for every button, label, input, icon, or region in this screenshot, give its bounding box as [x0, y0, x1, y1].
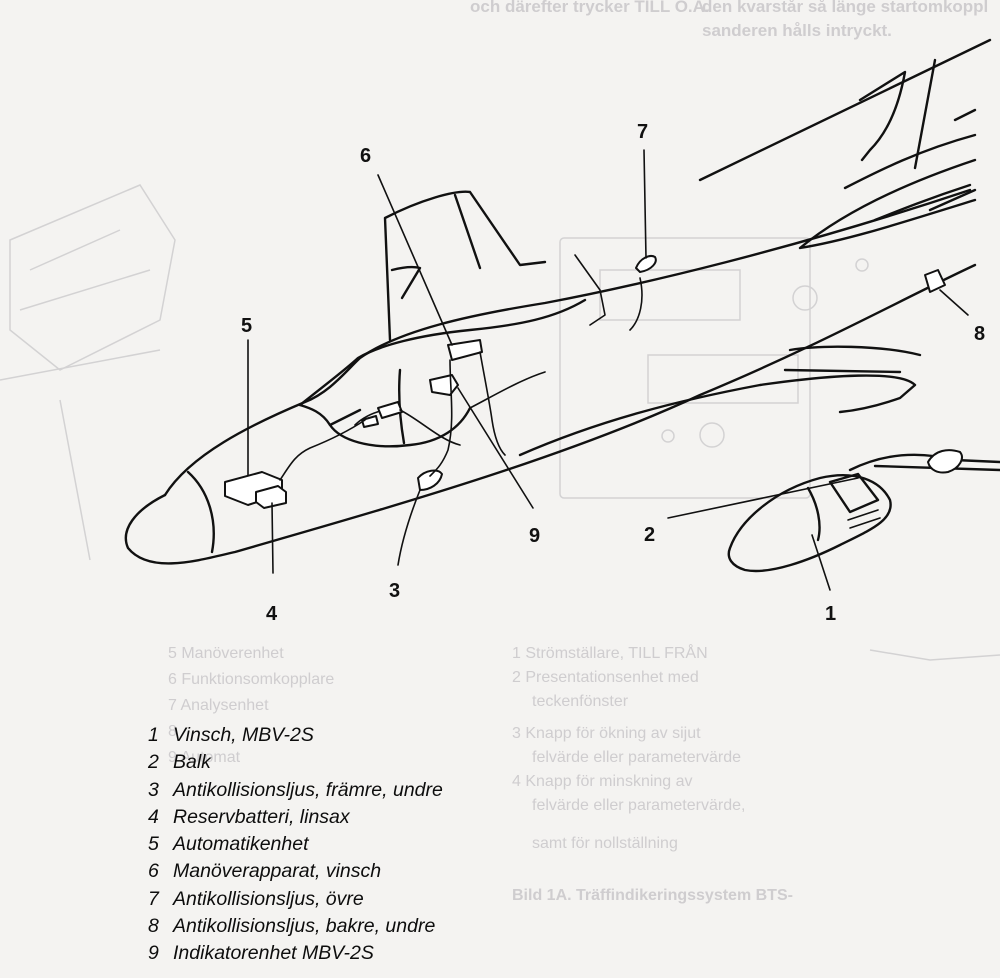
legend-number: 3 [148, 778, 159, 801]
bleed-list-left-2: 6 Funktionsomkopplare [168, 671, 334, 688]
beam [848, 449, 1000, 474]
bleed-list-left-1: 5 Manöverenhet [168, 645, 284, 662]
bleed-list-right-6: 4 Knapp för minskning av [512, 773, 693, 790]
legend-item: 8 Antikollisionsljus, bakre, undre [148, 913, 443, 940]
callout-3: 3 [389, 580, 400, 602]
legend-label: Reservbatteri, linsax [173, 805, 350, 828]
callout-numbers: 1 2 3 4 5 6 7 8 9 [241, 121, 985, 625]
bleed-list-right-3: teckenfönster [532, 693, 629, 710]
bleed-list-right-2: 2 Presentationsenhet med [512, 669, 699, 686]
bleed-list-right-5: felvärde eller parametervärde [532, 749, 741, 766]
legend-label: Antikollisionsljus, bakre, undre [173, 915, 436, 938]
callout-8: 8 [974, 323, 985, 345]
legend-number: 9 [148, 942, 159, 965]
components [224, 255, 946, 509]
legend-number: 5 [148, 833, 159, 856]
legend-label: Manöverapparat, vinsch [173, 860, 382, 883]
legend-item: 7 Antikollisionsljus, övre [148, 886, 443, 913]
legend-item: 6 Manöverapparat, vinsch [148, 858, 443, 885]
callout-9: 9 [529, 525, 540, 547]
legend-item: 1 Vinsch, MBV-2S [148, 722, 443, 749]
bleed-caption: Bild 1A. Träffindikeringssystem BTS- [512, 887, 793, 904]
legend-item: 2 Balk [148, 749, 443, 776]
legend-item: 5 Automatikenhet [148, 831, 443, 858]
legend-label: Balk [173, 751, 211, 774]
callout-5: 5 [241, 315, 252, 337]
callout-2: 2 [644, 524, 655, 546]
bleed-list-right-7: felvärde eller parametervärde, [532, 797, 745, 814]
bleed-list-left-5: 9 Automat [168, 749, 241, 766]
leader-lines [247, 149, 969, 591]
legend-number: 4 [148, 805, 159, 828]
legend-number: 8 [148, 915, 159, 938]
bleed-line-1: och därefter trycker TILL O.A. [470, 0, 710, 16]
bleed-list-right-8: samt för nollställning [532, 835, 678, 852]
callout-4: 4 [266, 603, 278, 625]
bleed-through: och därefter trycker TILL O.A. den kvars… [0, 0, 1000, 904]
legend-label: Antikollisionsljus, övre [173, 887, 364, 910]
legend-number: 6 [148, 860, 159, 883]
bleed-list-left-3: 7 Analysenhet [168, 697, 269, 714]
legend-label: Indikatorenhet MBV-2S [173, 942, 374, 965]
bleed-line-2: den kvarstår så länge startomkoppl [702, 0, 988, 16]
legend-item: 3 Antikollisionsljus, främre, undre [148, 777, 443, 804]
bleed-line-3: sanderen hålls intryckt. [702, 21, 892, 40]
callout-6: 6 [360, 145, 371, 167]
bleed-list-right-1: 1 Strömställare, TILL FRÅN [512, 643, 708, 662]
callout-1: 1 [825, 603, 836, 625]
legend-item: 4 Reservbatteri, linsax [148, 804, 443, 831]
winch-pod [727, 472, 892, 573]
callout-7: 7 [637, 121, 648, 143]
legend-label: Vinsch, MBV-2S [173, 724, 314, 746]
legend-item: 9 Indikatorenhet MBV-2S [148, 940, 443, 967]
legend-number: 1 [148, 724, 159, 746]
bleed-list-right-4: 3 Knapp för ökning av sijut [512, 725, 701, 742]
legend-number: 2 [148, 751, 159, 774]
legend-label: Antikollisionsljus, främre, undre [173, 778, 443, 801]
legend-label: Automatikenhet [173, 833, 309, 856]
legend-number: 7 [148, 887, 159, 910]
bleed-list-left-4: 8 [168, 723, 177, 740]
